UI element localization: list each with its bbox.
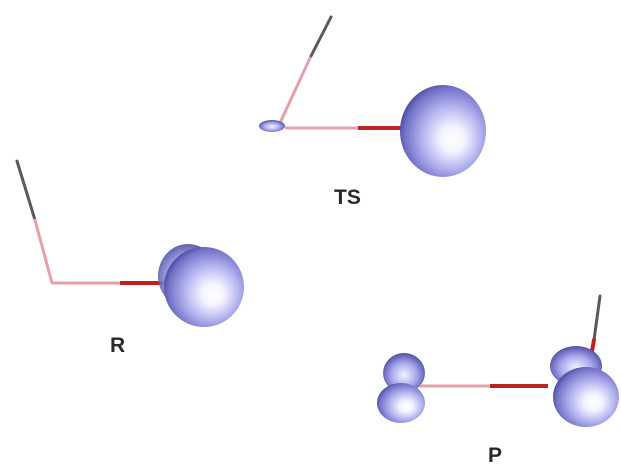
p-vertical-bond-grey (592, 294, 602, 342)
label-p: P (488, 444, 502, 465)
ts-small-lobe (259, 120, 285, 132)
p-left-upper-lobe (383, 353, 425, 393)
label-r: R (110, 334, 125, 357)
p-right-lower-lobe (553, 367, 619, 427)
reactant-structure: R (15, 159, 244, 357)
ts-large-orbital (400, 85, 486, 177)
ts-upper-bond (308, 15, 333, 60)
r-upper-bond-pink (33, 218, 54, 285)
r-upper-bond-grey (15, 159, 37, 222)
label-ts: TS (334, 186, 361, 209)
p-left-lower-lobe (377, 383, 425, 423)
transition-state-structure: TS (259, 15, 486, 209)
product-structure: P (377, 294, 619, 465)
r-large-orbital (164, 247, 244, 327)
ts-upper-bond-pink (278, 56, 312, 125)
